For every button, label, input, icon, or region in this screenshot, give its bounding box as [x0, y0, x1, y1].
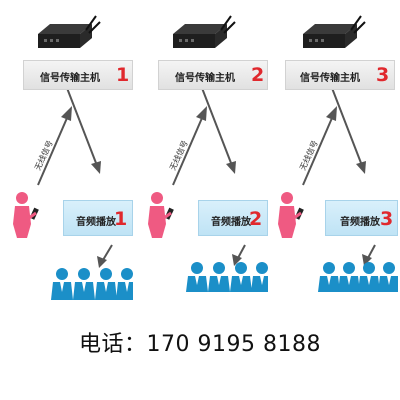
transmission-host-label: 信号传输主机 — [300, 73, 360, 84]
audience-icon — [318, 262, 398, 292]
audio-number: 1 — [114, 208, 128, 230]
audio-playback-box: 音频播放 1 — [63, 200, 133, 236]
transmission-host-box: 信号传输主机 2 — [158, 60, 268, 90]
audio-playback-label: 音频播放 — [76, 217, 116, 228]
transmitter-device-icon — [303, 15, 366, 48]
audio-playback-box: 音频播放 3 — [325, 200, 398, 236]
transmission-host-label: 信号传输主机 — [175, 73, 235, 84]
audio-playback-box: 音频播放 2 — [198, 200, 268, 236]
audience-icon — [186, 262, 268, 292]
transmission-host-box: 信号传输主机 3 — [285, 60, 395, 90]
transmitter-device-icon — [173, 15, 236, 48]
unit-2-graphics — [148, 15, 268, 292]
audience-icon — [51, 268, 133, 300]
system-unit-2: 信号传输主机 2 无线信号 音频播放 2 — [135, 0, 268, 310]
audio-number: 3 — [380, 208, 394, 230]
host-number: 3 — [376, 64, 390, 86]
unit-3-graphics — [278, 15, 398, 292]
speaker-person-icon — [13, 192, 39, 238]
audio-playback-label: 音频播放 — [211, 217, 251, 228]
host-number: 2 — [251, 64, 265, 86]
transmission-host-box: 信号传输主机 1 — [23, 60, 133, 90]
signal-arrows — [37, 87, 113, 268]
signal-arrows — [172, 87, 246, 266]
signal-arrows — [302, 87, 376, 266]
speaker-person-icon — [148, 192, 174, 238]
host-number: 1 — [116, 64, 130, 86]
transmitter-device-icon — [38, 15, 101, 48]
transmission-host-label: 信号传输主机 — [40, 73, 100, 84]
contact-phone: 电话：170 9195 8188 — [79, 332, 321, 357]
audio-playback-label: 音频播放 — [340, 217, 380, 228]
unit-1-graphics — [13, 15, 133, 300]
system-unit-3: 信号传输主机 3 无线信号 音频播放 3 — [265, 0, 398, 310]
audio-number: 2 — [249, 208, 263, 230]
system-unit-1: 信号传输主机 1 无线信号 音频播放 1 — [0, 0, 133, 310]
speaker-person-icon — [278, 192, 304, 238]
